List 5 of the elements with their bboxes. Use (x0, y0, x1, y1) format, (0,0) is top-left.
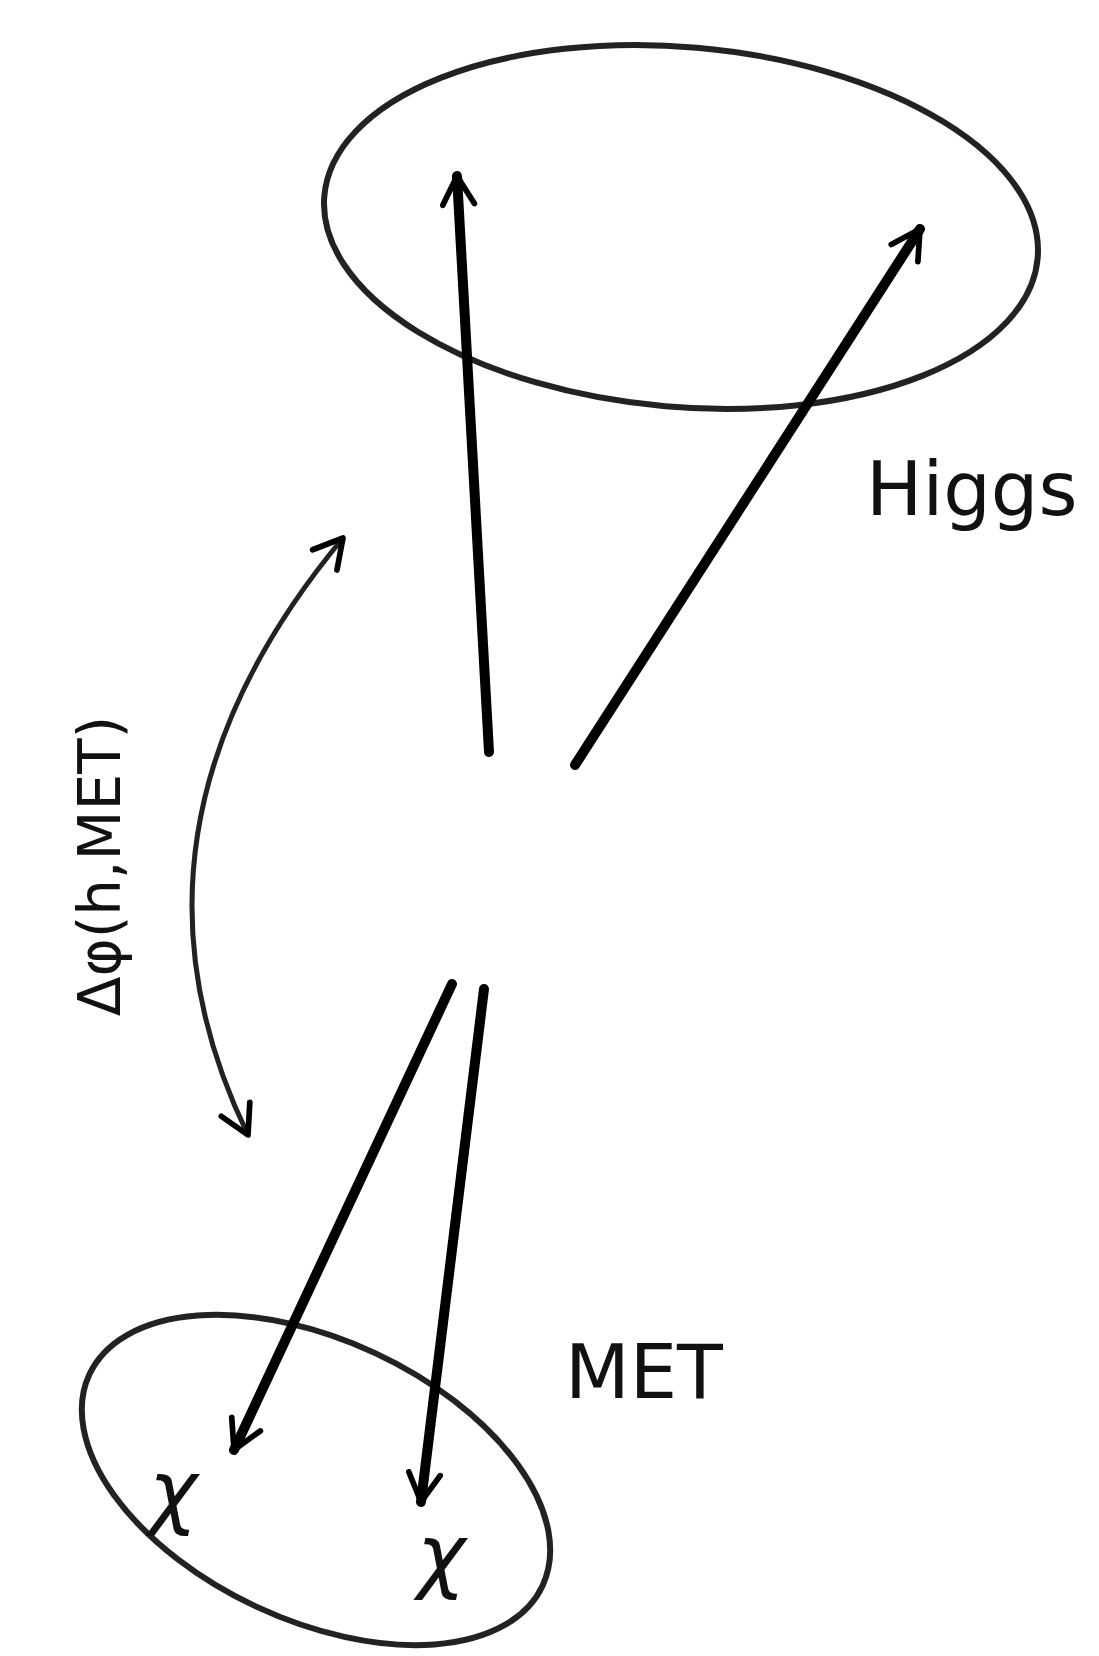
arrow (570, 224, 925, 770)
particle-label: MET (565, 1335, 723, 1410)
arrow (439, 171, 494, 757)
arrow (228, 979, 457, 1455)
arrow (405, 984, 489, 1507)
